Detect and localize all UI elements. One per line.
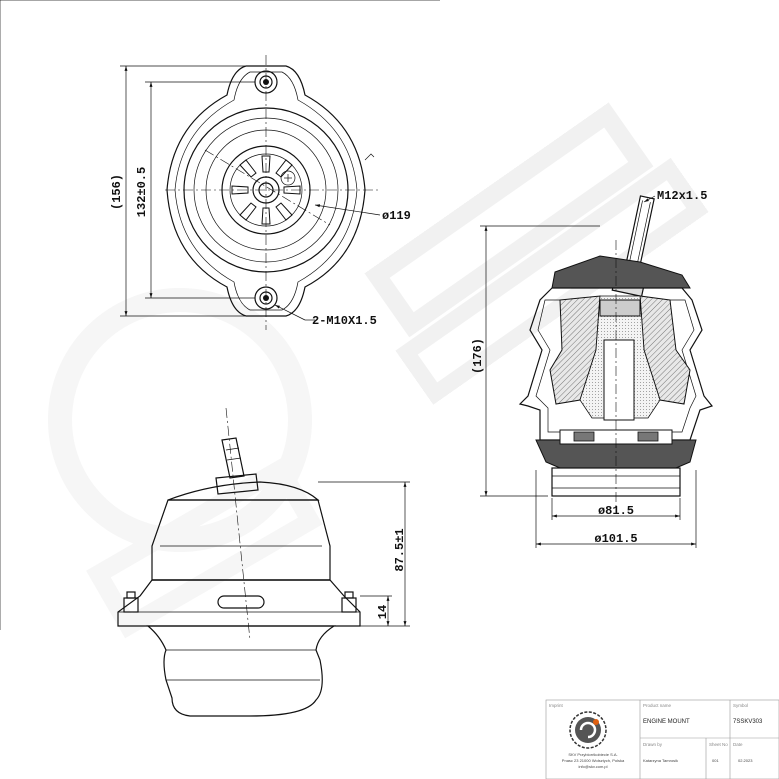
title-block [545,699,779,779]
dim-flange-14: 14 [376,605,390,619]
dim-hole-spacing: 132±0.5 [135,167,149,217]
company-text-1: SKV Przybiorńkobiecie S.A. [568,752,617,757]
date-label: Date [733,742,743,747]
dim-diameter-119: ø119 [382,209,411,223]
product-label: Product name [643,703,672,708]
company-text-3: info@skv.com.pl [578,764,607,769]
company-text-2: Pnasc 23 21000 Wolsztych, Polska [562,758,625,763]
side-view-rubber-body [146,625,337,717]
date-value: 02.2023 [738,758,753,763]
side-view-stud [221,437,245,479]
top-view [120,55,381,330]
side-view [117,407,410,717]
company-logo [569,711,607,749]
dim-height-176: (176) [471,338,485,374]
dim-diameter-81-5: ø81.5 [598,504,634,518]
symbol-value: 7SSKV303 [733,719,763,725]
section-view [480,195,714,548]
sheet-label: Sheet No [709,742,728,747]
dim-height-87-5: 87.5±1 [393,528,407,571]
product-name: ENGINE MOUNT [643,719,690,725]
dim-diameter-101-5: ø101.5 [594,532,637,546]
drawer-label: Drawn by [643,742,663,747]
symbol-label: Symbol [733,703,748,708]
section-housing-top [551,255,691,289]
sheet-value: 001 [712,758,719,763]
company-label: Imprint [549,703,564,708]
drawer-value: Katarzyna Tamrosik [643,758,678,763]
top-view-flange [166,65,366,317]
dim-bolt-thread: 2-M10X1.5 [312,314,377,328]
top-view-spokes [231,155,301,225]
dim-stud-thread: M12x1.5 [657,189,707,203]
dim-height-156: (156) [110,174,124,210]
